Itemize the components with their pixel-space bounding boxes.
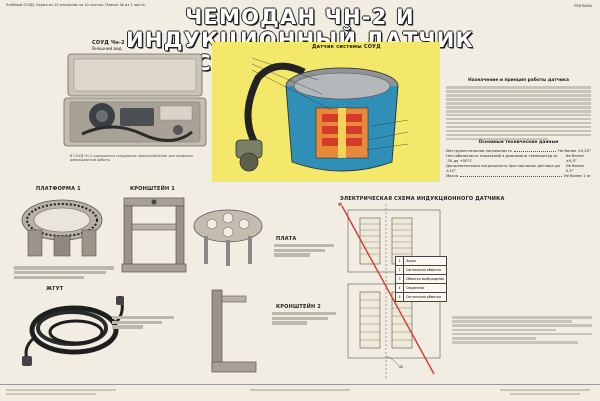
bracket2-label: КРОНШТЕЙН 2 <box>276 304 321 310</box>
platform-illustration <box>21 199 103 257</box>
spec-value: Не более ±0,25° <box>558 148 591 153</box>
bracket2-caption <box>272 312 336 325</box>
suitcase-caption: В СОУД Чн-2 содержится следующее приспос… <box>70 154 193 163</box>
spec-value: Не более ±0,5° <box>565 153 584 163</box>
bracket1-illustration <box>121 197 187 273</box>
spec-row: Нестабильность показаний в диапазоне тем… <box>446 153 591 163</box>
sensor-panel: Датчик системы СОУД <box>212 42 440 182</box>
spec-label: Дополнительная погрешность при наклонах … <box>446 163 560 173</box>
angle-label: α <box>400 364 403 369</box>
spec-value: Не более 0,5° <box>565 163 584 173</box>
suitcase-illustration <box>63 53 207 147</box>
schematic-diagram <box>341 204 441 378</box>
header-caption: Учебный ОСУД. Серия из 10 плакатов на 10… <box>6 3 145 7</box>
purpose-heading: Назначение и принцип работы датчика <box>468 78 569 83</box>
suitcase-title: СОУД Чн-2 <box>92 40 125 46</box>
specs-heading: Основные технические данные <box>478 140 559 145</box>
spec-value: Не более 1 кг <box>563 173 591 178</box>
schematic-heading: ЭЛЕКТРИЧЕСКАЯ СХЕМА ИНДУКЦИОННОГО ДАТЧИК… <box>340 196 505 202</box>
formula-notes <box>452 316 592 345</box>
suitcase-subtitle: Внешний вид <box>92 46 122 51</box>
bracket2-illustration <box>211 289 257 373</box>
legend-text: Сигнальная обмотка <box>406 295 441 299</box>
purpose-block: Назначение и принцип работы датчика <box>446 78 591 142</box>
legend-num: 4 <box>396 284 404 292</box>
legend-num: 2 <box>396 266 404 274</box>
spec-row: Инструментальная погрешность Не более ±0,… <box>446 148 591 153</box>
legend-text: Обмотка возбуждения <box>406 277 445 281</box>
flux-axis-label: Ф <box>338 202 343 207</box>
platform-label: ПЛАТФОРМА 1 <box>36 186 81 192</box>
plate-illustration <box>193 209 263 266</box>
legend-text: Сердечник <box>406 286 425 290</box>
specs-block: Основные технические данные Инструментал… <box>446 140 591 178</box>
footer-strip <box>0 384 600 401</box>
legend-num: 3 <box>396 275 404 283</box>
platform-caption <box>14 266 114 280</box>
purpose-text <box>446 86 591 141</box>
plate-caption <box>274 244 334 257</box>
legend-text: Экран <box>406 259 417 263</box>
cable-label: ЖГУТ <box>46 286 64 292</box>
spec-row: Дополнительная погрешность при наклонах … <box>446 163 591 173</box>
sensor-label: Датчик системы СОУД <box>312 44 381 50</box>
plate-label: ПЛАТА <box>276 236 297 242</box>
sensor-illustration <box>235 57 409 172</box>
legend-text: Сигнальная обмотка <box>406 268 441 272</box>
spec-label: Инструментальная погрешность <box>446 148 512 153</box>
spec-label: Масса <box>446 173 459 178</box>
cable-caption <box>112 316 174 329</box>
legend-num: 1 <box>396 257 404 265</box>
bracket1-label: КРОНШТЕЙН 1 <box>130 186 175 192</box>
spec-label: Нестабильность показаний в диапазоне тем… <box>446 153 558 163</box>
spec-row: Масса Не более 1 кг <box>446 173 591 178</box>
legend-num: 5 <box>396 293 404 301</box>
header-stamp: РЕКЛАМА <box>574 4 592 8</box>
cable-illustration <box>22 296 124 366</box>
